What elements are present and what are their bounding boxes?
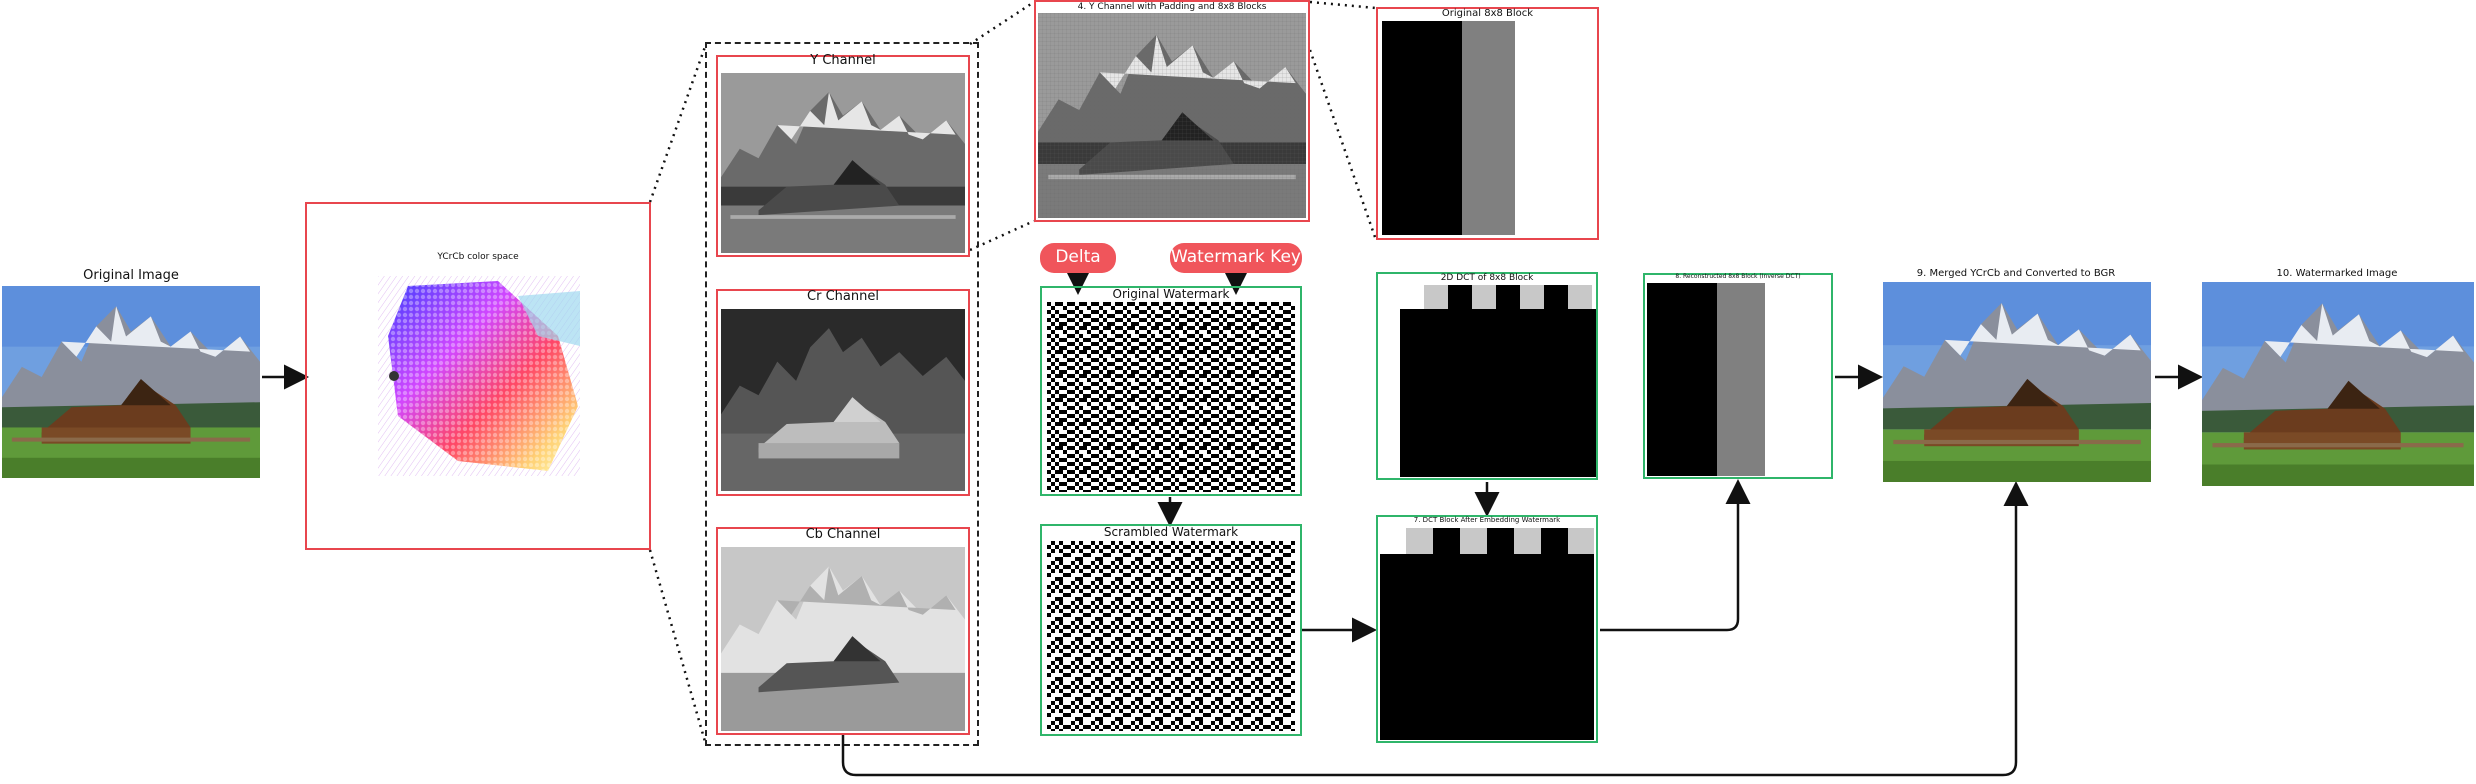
ycrcb-caption: YCrCb color space: [437, 252, 519, 262]
noise-pattern-icon: [1047, 541, 1295, 731]
cb-channel-image: [721, 547, 965, 731]
original-watermark-caption: Original Watermark: [1112, 287, 1230, 301]
reconstructed-panel: [1643, 273, 1833, 479]
ycrcb-panel: [305, 202, 651, 550]
scrambled-watermark-caption: Scrambled Watermark: [1103, 525, 1239, 539]
original-block-caption: Original 8x8 Block: [1441, 8, 1534, 19]
dct-block-image: [1400, 285, 1596, 477]
cr-channel-caption: Cr Channel: [807, 289, 879, 304]
y-padded-image: [1038, 13, 1306, 218]
noise-pattern-icon: [1047, 302, 1295, 492]
original-block-panel: [1376, 7, 1599, 240]
watermarked-caption: 10. Watermarked Image: [2276, 268, 2398, 279]
arrow-icon: [841, 481, 2029, 777]
dct-block-panel: [1376, 272, 1598, 480]
photo-icon: [1883, 282, 2151, 482]
watermark-key-pill: Watermark Key: [1170, 243, 1302, 273]
dct-block-caption: 2D DCT of 8x8 Block: [1440, 273, 1534, 283]
channels-group: [705, 42, 979, 746]
cr-channel-image: [721, 309, 965, 491]
dct-embedded-panel: [1376, 515, 1598, 743]
original-image: [2, 286, 260, 478]
photo-icon: [2202, 282, 2474, 486]
reconstructed-caption: 8. Reconstructed 8x8 Block (Inverse DCT): [1675, 273, 1801, 280]
original-watermark-image: [1047, 302, 1295, 492]
cb-channel-panel: [716, 527, 970, 735]
ycrcb-scatter: [378, 276, 580, 476]
arrow-icon: [1600, 479, 1751, 632]
y-channel-image: [721, 73, 965, 253]
original-image-caption: Original Image: [83, 268, 179, 283]
original-watermark-panel: [1040, 286, 1302, 496]
cr-channel-panel: [716, 289, 970, 496]
merged-caption: 9. Merged YCrCb and Converted to BGR: [1916, 268, 2116, 279]
delta-pill: Delta: [1040, 243, 1116, 273]
scrambled-watermark-panel: [1040, 524, 1302, 736]
y-channel-caption: Y Channel: [810, 53, 876, 68]
scrambled-watermark-image: [1047, 541, 1295, 731]
y-padded-panel: [1034, 0, 1310, 222]
merged-image: [1883, 282, 2151, 482]
watermarked-image: [2202, 282, 2474, 486]
y-padded-caption: 4. Y Channel with Padding and 8x8 Blocks: [1077, 2, 1267, 12]
y-channel-panel: [716, 55, 970, 257]
dct-embedded-image: [1380, 528, 1594, 740]
cb-channel-caption: Cb Channel: [805, 527, 881, 542]
reconstructed-image: [1647, 283, 1787, 476]
photo-icon: [2, 286, 260, 478]
original-block-image: [1382, 21, 1522, 235]
dct-embedded-caption: 7. DCT Block After Embedding Watermark: [1413, 516, 1561, 524]
